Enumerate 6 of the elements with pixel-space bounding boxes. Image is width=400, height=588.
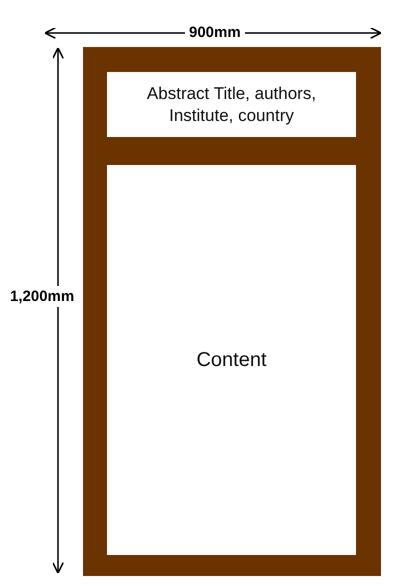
poster-board [83,47,381,576]
content-label: Content [195,348,268,372]
title-box [107,72,356,137]
title-text: Abstract Title, authors, Institute, country [146,83,318,126]
content-box [107,165,356,555]
dimension-label: 1,200mm [10,286,74,307]
